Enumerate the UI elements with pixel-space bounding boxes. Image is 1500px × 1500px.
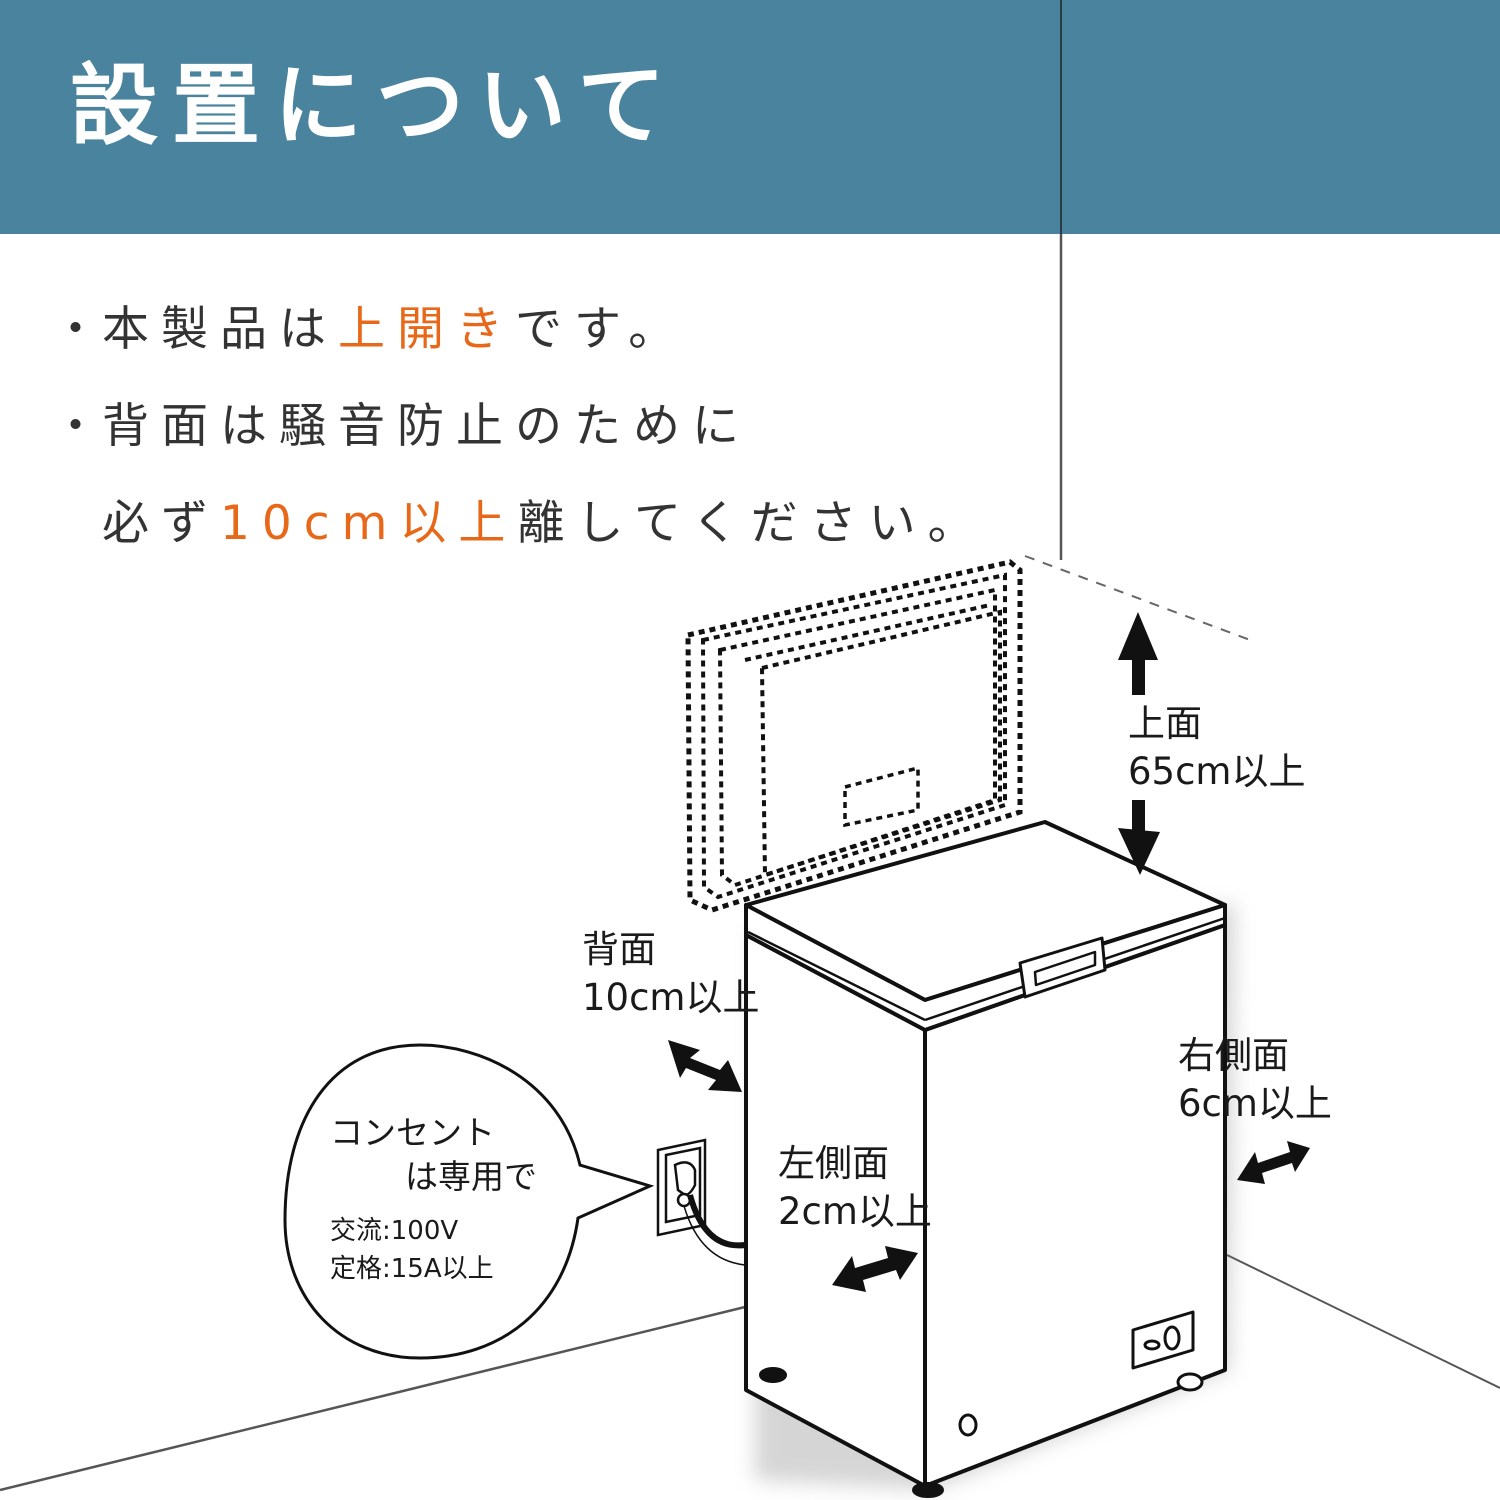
top-clearance-label: 上面 65cm以上	[1128, 702, 1306, 793]
outlet-speech-bubble	[283, 1043, 655, 1360]
left-clearance-arrow	[832, 1246, 918, 1292]
outlet-spec-voltage: 交流:100V	[330, 1216, 459, 1246]
bullet-marker: ・	[52, 302, 111, 357]
bullet-item-2-continuation: 必ず10cm以上離してください。	[102, 496, 987, 551]
back-clearance-label: 背面 10cm以上	[582, 928, 760, 1019]
outlet-note-line1: コンセント	[330, 1113, 495, 1152]
outlet-spec-current: 定格:15A以上	[330, 1254, 494, 1284]
bullet-item-2: ・背面は騒音防止のために	[52, 397, 751, 457]
header-banner: 設置について	[0, 0, 1500, 234]
bullet-item-1: ・本製品は上開きです。	[52, 300, 687, 360]
accent-text: 上開き	[338, 302, 515, 357]
top-clearance-arrow	[1118, 612, 1160, 875]
bullet-marker: ・	[52, 399, 111, 454]
outlet-note-line2: は専用で	[405, 1157, 537, 1196]
freezer-body	[744, 820, 1227, 1498]
page-title: 設置について	[70, 54, 680, 157]
wall-outlet	[656, 1138, 746, 1266]
lid-clearance-dashed-line	[1024, 555, 1251, 641]
accent-text: 10cm以上	[220, 496, 518, 551]
left-clearance-label: 左側面 2cm以上	[778, 1142, 932, 1233]
right-clearance-arrow	[1237, 1141, 1310, 1184]
open-lid-outline	[685, 559, 1023, 913]
right-clearance-label: 右側面 6cm以上	[1178, 1034, 1332, 1125]
back-clearance-arrow	[668, 1040, 742, 1092]
